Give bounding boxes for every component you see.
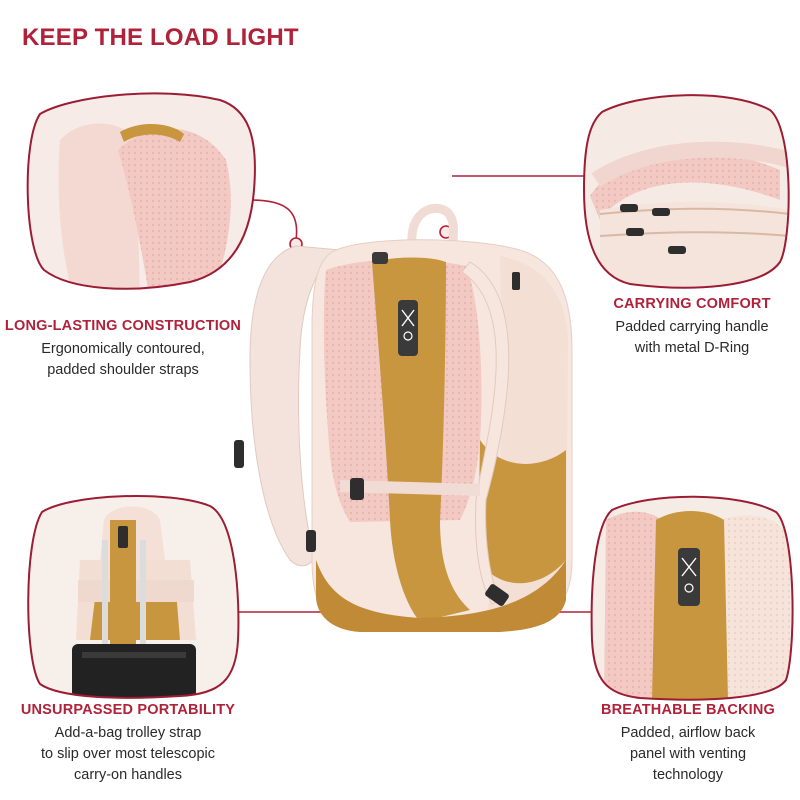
callout-line: padded shoulder straps: [47, 362, 199, 378]
callout-line: Ergonomically contoured,: [41, 341, 205, 357]
callout-line: Padded carrying handle: [615, 319, 769, 335]
callout-line: Add-a-bag trolley strap: [54, 725, 202, 741]
callout-line: to slip over most telescopic: [40, 746, 216, 762]
callout-long-lasting-construction: LONG-LASTING CONSTRUCTION Ergonomically …: [0, 318, 246, 381]
callout-line: with metal D-Ring: [634, 340, 750, 356]
callout-heading: UNSURPASSED PORTABILITY: [20, 702, 236, 718]
callout-line: panel with venting: [629, 746, 747, 762]
detail-image-back-panel: [590, 495, 794, 701]
callout-carrying-comfort: CARRYING COMFORT Padded carrying handle …: [584, 296, 800, 359]
page-title: KEEP THE LOAD LIGHT: [22, 24, 299, 51]
callout-description: Padded carrying handle with metal D-Ring: [584, 317, 800, 359]
callout-line: carry-on handles: [74, 767, 182, 783]
callout-heading: LONG-LASTING CONSTRUCTION: [4, 318, 242, 334]
callout-line: technology: [652, 767, 724, 783]
callout-description: Padded, airflow back panel with venting …: [576, 723, 800, 786]
callout-description: Add-a-bag trolley strap to slip over mos…: [0, 723, 256, 786]
detail-image-carrying-handle: [582, 94, 790, 289]
callout-unsurpassed-portability: UNSURPASSED PORTABILITY Add-a-bag trolle…: [0, 702, 256, 786]
callout-line: Padded, airflow back: [620, 725, 756, 741]
callout-heading: BREATHABLE BACKING: [600, 702, 776, 718]
detail-image-trolley-strap: [27, 494, 240, 699]
callout-heading: CARRYING COMFORT: [613, 296, 771, 312]
callout-breathable-backing: BREATHABLE BACKING Padded, airflow back …: [576, 702, 800, 786]
detail-image-shoulder-straps: [26, 92, 256, 290]
main-backpack-image: [234, 203, 573, 632]
callout-description: Ergonomically contoured, padded shoulder…: [0, 339, 246, 381]
